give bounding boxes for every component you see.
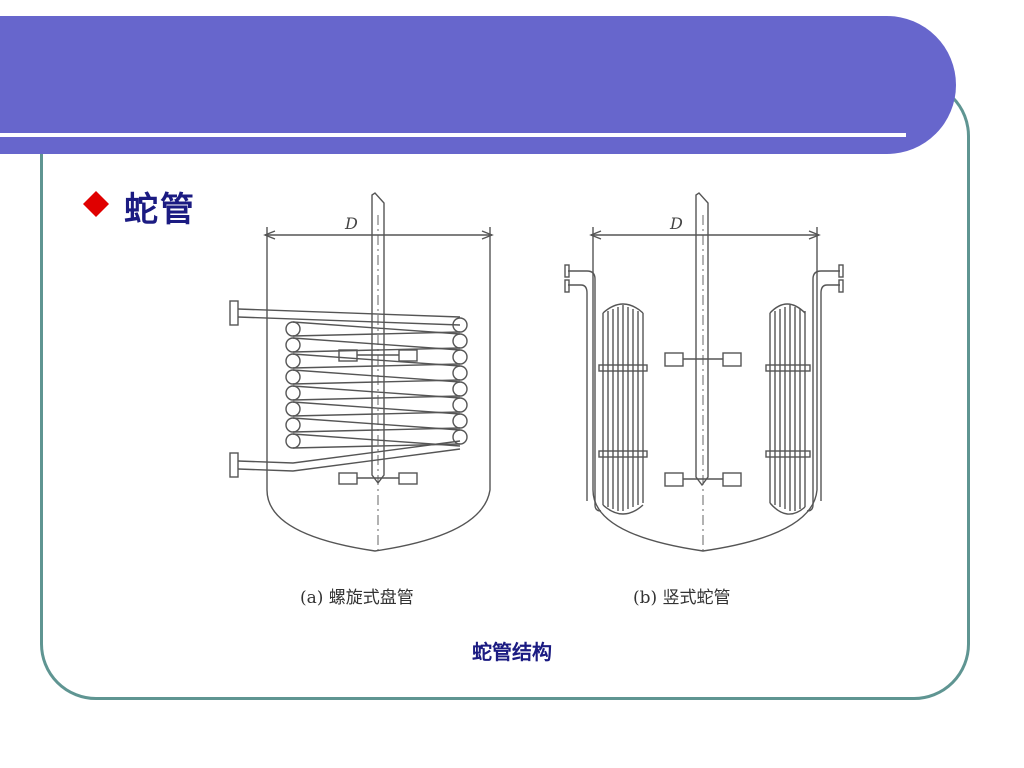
left-coil-bundle: [564, 264, 648, 515]
slide-heading: 蛇管: [124, 190, 196, 230]
title-banner: [0, 16, 956, 154]
coil-turns: [285, 317, 468, 449]
figure-label-a: (a) 螺旋式盘管: [300, 588, 414, 608]
coil-diagram: D D: [229, 192, 844, 555]
right-coil-bundle: [765, 264, 844, 515]
figure-label-b: (b) 竖式蛇管: [633, 588, 731, 608]
vertical-coil-vessel: [564, 192, 844, 555]
dimension-label-b: D: [669, 214, 683, 233]
diamond-bullet-icon: [80, 186, 112, 222]
helical-coil-vessel: [229, 192, 494, 555]
dimension-label-a: D: [344, 214, 358, 233]
figure-caption: 蛇管结构: [472, 640, 552, 664]
banner-divider: [0, 133, 906, 137]
